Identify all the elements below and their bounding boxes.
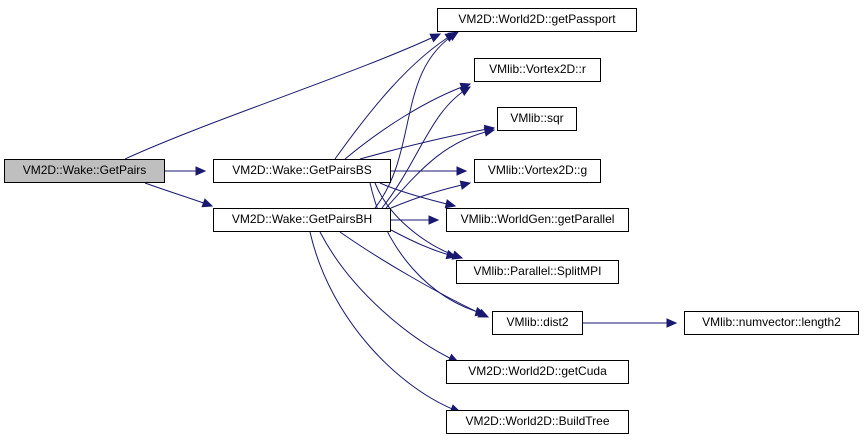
- edge-line: [144, 182, 213, 207]
- node-vortex-r[interactable]: VMlib::Vortex2D::r: [474, 58, 601, 82]
- edge-get-pairs-to-get-passport: [124, 33, 442, 160]
- edge-get-pairs-bh-to-build-tree: [309, 231, 462, 414]
- arrow-head: [201, 198, 214, 208]
- arrow-head: [447, 31, 460, 42]
- node-split-mpi[interactable]: VMlib::Parallel::SplitMPI: [456, 260, 619, 284]
- edge-get-pairs-bh-to-get-parallel: [391, 215, 440, 225]
- edge-get-pairs-bh-to-vortex-r: [381, 86, 472, 209]
- node-get-cuda[interactable]: VM2D::World2D::getCuda: [446, 360, 629, 384]
- edge-get-pairs-to-get-pairs-bs: [165, 166, 207, 176]
- arrow-head: [444, 199, 457, 209]
- edge-get-pairs-bs-to-get-passport: [334, 32, 457, 160]
- node-get-pairs-bs[interactable]: VM2D::Wake::GetPairsBS: [213, 159, 391, 183]
- arrow-head: [477, 308, 490, 318]
- arrow-head: [445, 249, 458, 260]
- node-get-pairs-bh[interactable]: VM2D::Wake::GetPairsBH: [213, 208, 391, 232]
- node-build-tree[interactable]: VM2D::World2D::BuildTree: [446, 410, 629, 434]
- arrow-head: [429, 33, 442, 43]
- edge-get-pairs-bs-to-dist2: [369, 182, 487, 317]
- edge-get-pairs-bh-to-split-mpi: [390, 229, 458, 260]
- edge-line: [319, 231, 459, 363]
- edge-get-pairs-bs-to-get-parallel: [379, 182, 457, 209]
- edge-line: [381, 86, 471, 209]
- edge-get-pairs-to-get-pairs-bh: [144, 182, 214, 208]
- node-vortex-g[interactable]: VMlib::Vortex2D::g: [474, 159, 601, 183]
- arrow-head: [483, 127, 496, 137]
- node-get-parallel[interactable]: VMlib::WorldGen::getParallel: [446, 208, 629, 232]
- node-dist2[interactable]: VMlib::dist2: [492, 311, 583, 335]
- edge-get-pairs-bh-to-sqr: [385, 127, 496, 209]
- edge-line: [390, 182, 471, 209]
- arrow-head: [459, 180, 472, 190]
- arrow-head: [666, 318, 678, 328]
- arrow-head: [195, 166, 207, 176]
- edge-line: [334, 32, 456, 160]
- arrow-head: [456, 166, 468, 176]
- edge-line: [344, 83, 471, 160]
- node-length2[interactable]: VMlib::numvector::length2: [684, 311, 859, 335]
- edge-line: [124, 33, 441, 160]
- edge-get-pairs-bh-to-vortex-g: [390, 180, 472, 209]
- node-sqr[interactable]: VMlib::sqr: [497, 107, 577, 131]
- edge-line: [385, 129, 495, 209]
- edge-line: [359, 127, 495, 160]
- arrow-head: [428, 215, 440, 225]
- edge-get-pairs-bs-to-sqr: [359, 124, 496, 160]
- arrow-head: [459, 86, 472, 96]
- edge-get-pairs-bh-to-get-passport: [374, 31, 460, 209]
- node-get-passport[interactable]: VM2D::World2D::getPassport: [437, 8, 637, 32]
- edge-get-pairs-bs-to-vortex-g: [391, 166, 468, 176]
- edge-line: [339, 231, 489, 318]
- edge-get-pairs-bh-to-dist2: [339, 231, 490, 318]
- edge-dist2-to-length2: [583, 318, 678, 328]
- edge-line: [369, 182, 486, 315]
- node-get-pairs: VM2D::Wake::GetPairs: [4, 159, 165, 183]
- edge-line: [374, 31, 459, 209]
- edge-line: [309, 231, 461, 413]
